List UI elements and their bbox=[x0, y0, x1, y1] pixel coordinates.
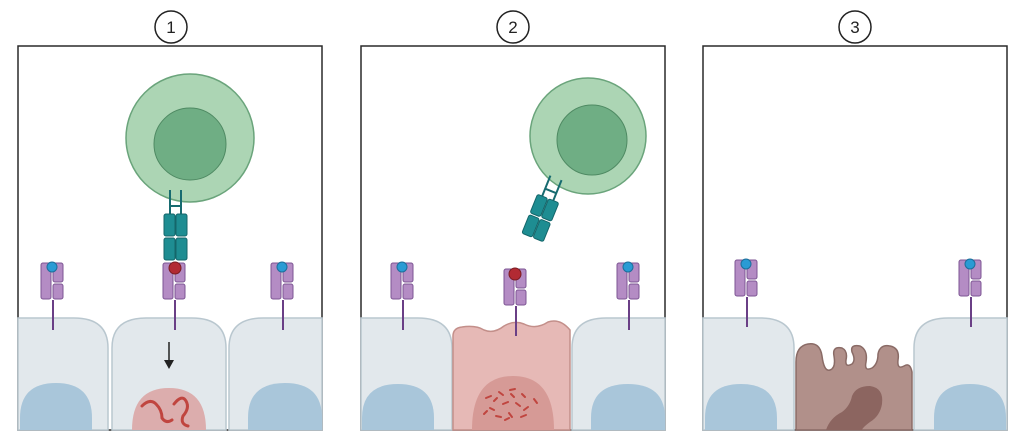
self-antigen-dot bbox=[622, 261, 634, 273]
panel-number-badge: 2 bbox=[496, 10, 530, 44]
healthy-cell-right bbox=[571, 317, 666, 431]
panel-2: 2 bbox=[360, 10, 666, 431]
healthy-cell-left bbox=[360, 317, 453, 431]
self-antigen-dot bbox=[964, 258, 976, 270]
panel-number: 1 bbox=[166, 18, 175, 37]
mhc-receptor-self-antigen bbox=[616, 261, 640, 330]
self-antigen-dot bbox=[276, 261, 288, 273]
dna-fragments bbox=[483, 388, 538, 421]
healthy-cell-left bbox=[702, 317, 795, 431]
mhc-receptor-viral-antigen bbox=[162, 261, 186, 330]
self-antigen-dot bbox=[396, 261, 408, 273]
dna-strand bbox=[140, 399, 174, 424]
mhc-receptor-self-antigen bbox=[40, 261, 64, 330]
panel-number-badge: 1 bbox=[154, 10, 188, 44]
down-arrow bbox=[164, 342, 174, 369]
infected-nucleus bbox=[132, 388, 206, 430]
panel-number: 3 bbox=[850, 18, 859, 37]
mhc-receptor-self-antigen bbox=[270, 261, 294, 330]
t-cell bbox=[125, 73, 255, 203]
apoptotic-nucleus bbox=[826, 386, 883, 430]
panel-3: 3 bbox=[702, 10, 1008, 431]
t-cell-nucleus bbox=[556, 104, 628, 176]
mhc-receptor-self-antigen bbox=[958, 258, 982, 327]
apoptotic-cell bbox=[795, 343, 913, 431]
healthy-cell-right bbox=[913, 317, 1008, 431]
mhc-receptor-self-antigen bbox=[390, 261, 414, 330]
mhc-receptor-self-antigen bbox=[734, 258, 758, 327]
t-cell-nucleus bbox=[153, 107, 227, 181]
t-cell-receptor bbox=[163, 190, 188, 261]
healthy-nucleus bbox=[20, 383, 92, 430]
panel-1: 1 bbox=[17, 10, 323, 431]
viral-antigen-dot bbox=[508, 267, 522, 281]
dna-strand bbox=[172, 396, 190, 428]
healthy-nucleus bbox=[705, 384, 777, 430]
healthy-nucleus bbox=[934, 384, 1006, 430]
infected-nucleus-fragmented bbox=[472, 376, 554, 430]
healthy-cell-right bbox=[228, 317, 323, 431]
infected-cell-damaged bbox=[452, 320, 571, 431]
panel-number: 2 bbox=[508, 18, 517, 37]
panel-number-badge: 3 bbox=[838, 10, 872, 44]
infected-cell bbox=[111, 317, 227, 431]
mhc-receptor-viral-antigen bbox=[503, 267, 527, 336]
healthy-nucleus bbox=[248, 383, 322, 430]
healthy-nucleus bbox=[591, 384, 665, 430]
healthy-cell-left bbox=[17, 317, 109, 431]
healthy-nucleus bbox=[362, 384, 434, 430]
self-antigen-dot bbox=[740, 258, 752, 270]
viral-antigen-dot bbox=[168, 261, 182, 275]
t-cell-receptor bbox=[521, 175, 563, 242]
self-antigen-dot bbox=[46, 261, 58, 273]
t-cell bbox=[529, 77, 647, 195]
